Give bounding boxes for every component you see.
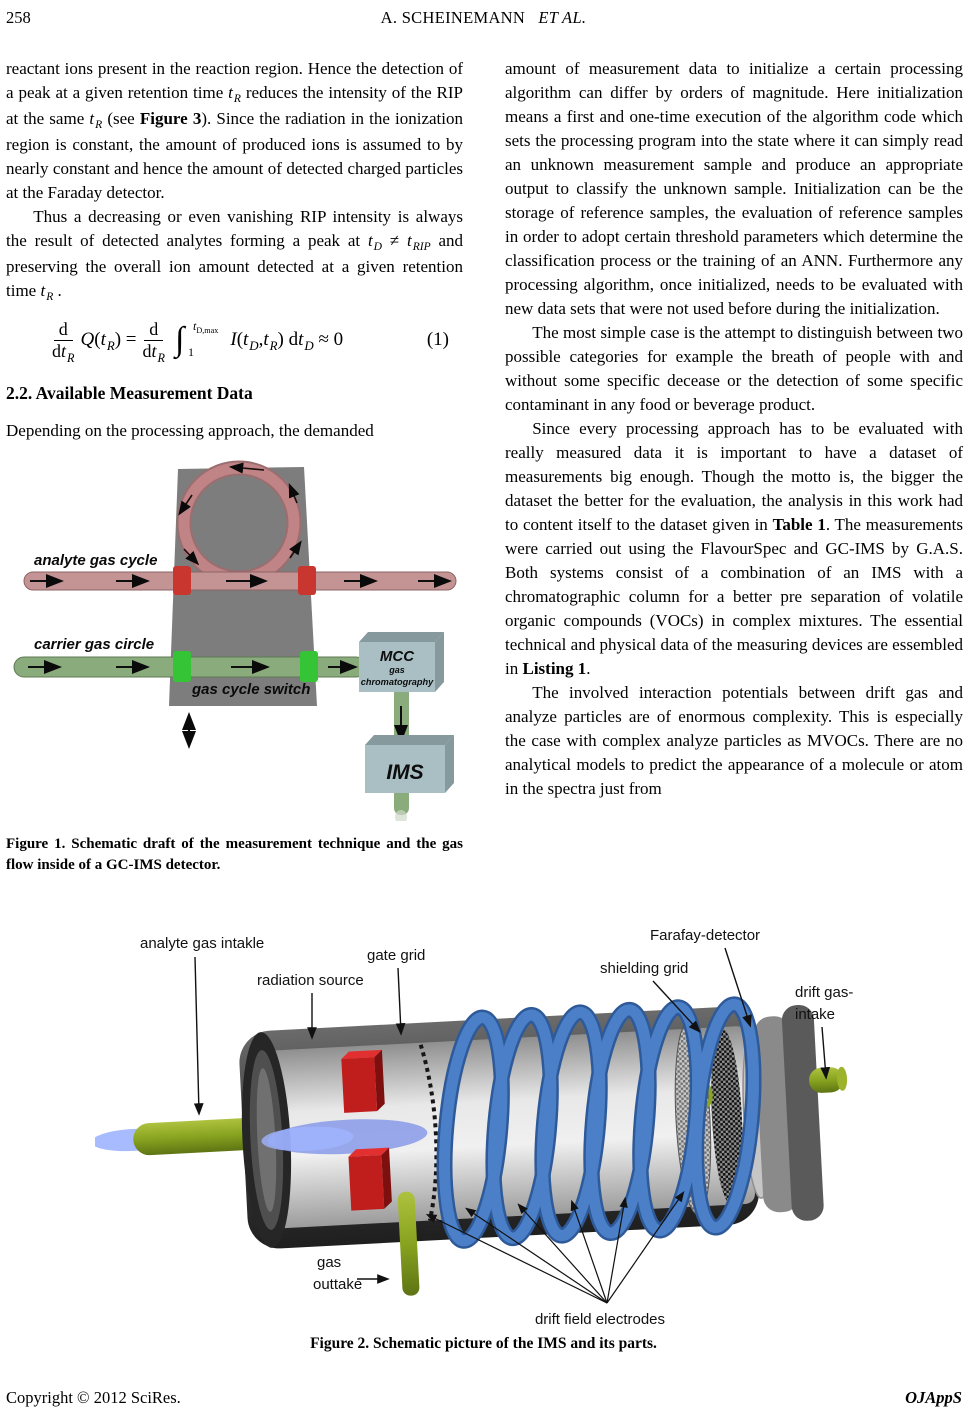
carrier-gas-circle-label: carrier gas circle xyxy=(34,636,154,653)
paragraph: Thus a decreasing or even vanishing RIP … xyxy=(6,207,463,304)
figure2-image: analyte gas intakle radiation source gat… xyxy=(95,927,853,1328)
figure2-labels: analyte gas intakle radiation source gat… xyxy=(140,927,853,1328)
equation-number: (1) xyxy=(426,329,449,351)
faraday-detector-label: Farafay-detector xyxy=(650,927,760,944)
leader-line xyxy=(724,947,752,1028)
mcc-label: MCC xyxy=(380,648,415,665)
red-coupler xyxy=(173,566,191,596)
leader-line xyxy=(395,967,406,1036)
page-footer: Copyright © 2012 SciRes. OJAppS xyxy=(6,1388,962,1408)
green-coupler xyxy=(300,651,318,683)
ims-label: IMS xyxy=(386,761,423,784)
section-heading: 2.2. Available Measurement Data xyxy=(6,383,253,404)
drift-gas-intake-label2: intake xyxy=(795,1006,835,1023)
electrode-arrow-fan xyxy=(425,1191,685,1304)
ims-cylinder xyxy=(95,996,848,1296)
equation-lhs: Q(tR) = xyxy=(80,328,137,353)
analyte-intake-tube xyxy=(95,1117,274,1156)
green-coupler xyxy=(173,651,191,683)
analyte-gas-tube xyxy=(23,566,457,596)
paragraph: amount of measurement data to initialize… xyxy=(505,59,963,318)
gas-cycle-switch-label: gas cycle switch xyxy=(191,681,310,698)
radiation-source-label: radiation source xyxy=(257,972,364,989)
gate-grid-mesh xyxy=(418,1044,439,1221)
paragraph: The most simple case is the attempt to d… xyxy=(505,323,963,414)
tube-end-fade xyxy=(395,810,407,825)
paragraph: Since every processing approach has to b… xyxy=(505,419,963,678)
copyright-text: Copyright © 2012 SciRes. xyxy=(6,1388,181,1407)
figure1: analyte gas cycle carrier gas circle gas… xyxy=(6,459,463,876)
right-column: amount of measurement data to initialize… xyxy=(505,57,963,801)
paragraph: The involved interaction potentials betw… xyxy=(505,683,963,798)
leader-line xyxy=(820,1026,831,1080)
figure2-caption: Figure 2. Schematic picture of the IMS a… xyxy=(310,1335,657,1352)
mcc-sub-label2: chromatography xyxy=(361,677,434,687)
figure2: analyte gas intakle radiation source gat… xyxy=(0,915,967,1353)
equation-rhs: I(tD,tR) dtD ≈ 0 xyxy=(230,328,344,353)
journal-abbrev: OJAppS xyxy=(905,1388,962,1407)
gas-outtake-tube xyxy=(397,1191,420,1296)
drift-field-electrodes-label: drift field electrodes xyxy=(535,1311,665,1328)
analyte-intake-label: analyte gas intakle xyxy=(140,935,264,952)
figure1-caption: Figure 1. Schematic draft of the measure… xyxy=(6,836,463,874)
gate-grid-label: gate grid xyxy=(367,947,425,964)
running-head-etal: ET AL. xyxy=(538,8,587,27)
paragraph: Depending on the processing approach, th… xyxy=(6,421,374,441)
drift-coil xyxy=(436,996,762,1249)
drift-intake-tube xyxy=(809,1066,848,1093)
mcc-sub-label: gas xyxy=(388,665,405,675)
shielding-grid-label: shielding grid xyxy=(600,960,688,977)
left-column: reactant ions present in the reaction re… xyxy=(6,57,463,876)
gas-outtake-label: gas xyxy=(317,1254,341,1271)
carrier-gas-tube xyxy=(13,651,367,683)
leader-line xyxy=(652,980,701,1034)
loop-flow-arrows xyxy=(178,462,302,566)
cylinder-right-cap xyxy=(754,1004,824,1221)
ion-beam-glow xyxy=(261,1119,428,1155)
radiation-source-blocks xyxy=(341,1049,392,1211)
running-head: A. SCHEINEMANN ET AL. xyxy=(380,8,587,27)
mcc-box: MCC gas chromatography xyxy=(359,632,444,693)
red-coupler xyxy=(298,566,316,596)
leader-line xyxy=(193,956,204,1116)
drift-gas-intake-label: drift gas- xyxy=(795,984,853,1001)
analyte-gas-cycle-label: analyte gas cycle xyxy=(34,552,157,569)
page-header: 258 A. SCHEINEMANN ET AL. xyxy=(0,8,967,32)
ims-box: IMS xyxy=(365,735,454,794)
figure1-image: analyte gas cycle carrier gas circle gas… xyxy=(13,460,457,825)
paragraph: reactant ions present in the reaction re… xyxy=(6,59,463,202)
gas-outtake-label2: outtake xyxy=(313,1276,362,1293)
page-number: 258 xyxy=(6,8,31,27)
